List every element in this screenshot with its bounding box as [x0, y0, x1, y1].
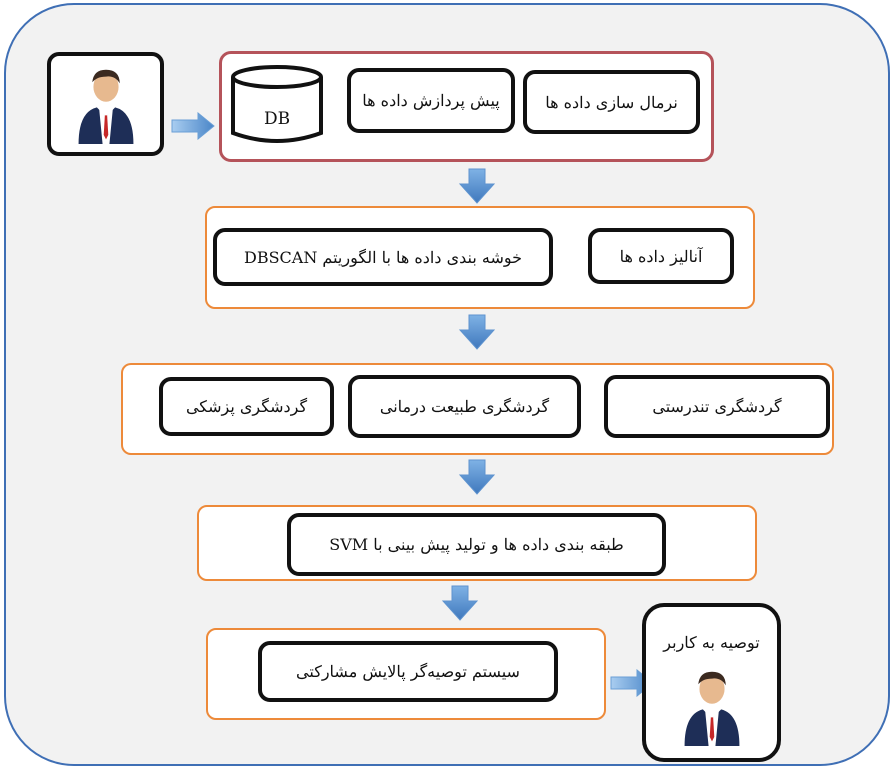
medical-tourism-label: گردشگری پزشکی: [185, 397, 308, 416]
arrow-down-1: [458, 168, 496, 204]
health-tourism-box: گردشگری تندرستی: [604, 375, 830, 438]
analysis-label: آنالیز داده ها: [619, 246, 703, 266]
arrow-down-2: [458, 314, 496, 350]
user-avatar-icon: [71, 64, 141, 144]
medical-tourism-box: گردشگری پزشکی: [159, 377, 334, 436]
input-user-box: [47, 52, 164, 156]
normalize-box: نرمال سازی داده ها: [523, 70, 700, 134]
output-user-box: توصیه به کاربر: [642, 603, 781, 762]
classification-box: طبقه بندی داده ها و تولید پیش بینی با SV…: [287, 513, 666, 576]
recommender-box: سیستم توصیه‌گر پالایش مشارکتی: [258, 641, 558, 702]
recommender-label: سیستم توصیه‌گر پالایش مشارکتی: [296, 662, 520, 681]
normalize-label: نرمال سازی داده ها: [545, 92, 678, 112]
preprocess-box: پیش پردازش داده ها: [347, 68, 515, 133]
nature-tourism-box: گردشگری طبیعت درمانی: [348, 375, 581, 438]
classification-label: طبقه بندی داده ها و تولید پیش بینی با SV…: [329, 535, 624, 554]
output-label: توصیه به کاربر: [663, 633, 760, 652]
arrow-down-3: [458, 459, 496, 495]
db-label: DB: [263, 109, 291, 129]
clustering-box: خوشه بندی داده ها با الگوریتم DBSCAN: [213, 228, 553, 286]
arrow-right-1: [170, 112, 216, 140]
user-avatar-icon: [675, 666, 749, 746]
preprocess-label: پیش پردازش داده ها: [362, 91, 500, 110]
db-cylinder: DB: [229, 63, 325, 147]
clustering-label: خوشه بندی داده ها با الگوریتم DBSCAN: [244, 247, 522, 267]
nature-tourism-label: گردشگری طبیعت درمانی: [379, 397, 550, 416]
analysis-box: آنالیز داده ها: [588, 228, 734, 284]
arrow-down-4: [441, 585, 479, 621]
health-tourism-label: گردشگری تندرستی: [652, 397, 782, 416]
